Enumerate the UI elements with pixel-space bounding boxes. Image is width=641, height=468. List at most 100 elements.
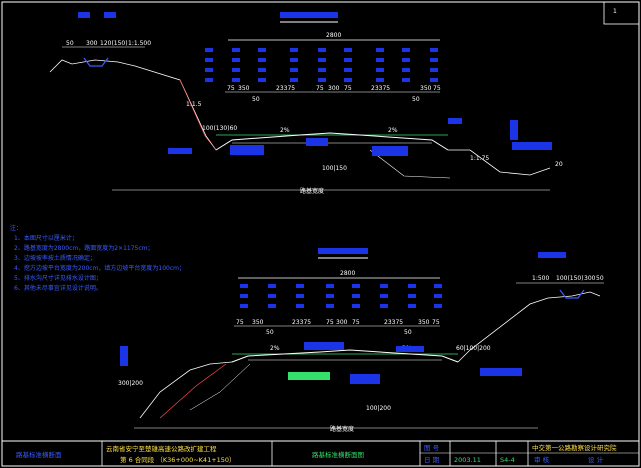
upper-dimrow-2: 50 <box>252 96 260 103</box>
upper-heading-left2 <box>104 12 116 18</box>
upper-fill-slope-right <box>448 149 551 176</box>
lower-heading-right <box>538 252 566 258</box>
sheet-corner-box <box>603 1 640 25</box>
lower-dim-tr-4: 50 <box>596 275 604 282</box>
lower-dim-tr-1: 1:500 <box>532 275 549 282</box>
lower-callout-2 <box>350 374 380 384</box>
upper-heading-center <box>280 12 338 18</box>
lower-dimrow-6: 75 <box>352 319 360 326</box>
tb-right-3: 设 计 <box>588 455 604 464</box>
notes-line-1: 1、本图尺寸以厘米计； <box>14 234 78 242</box>
tb-label-1: 图 号 <box>424 444 440 452</box>
lower-dimrow-0: 75 <box>236 319 244 326</box>
upper-dim-tl-4: 1:1.500 <box>128 40 151 47</box>
lower-road-surface <box>231 349 459 363</box>
upper-dimrow-3: 23375 <box>276 85 295 92</box>
lower-dimrow-1: 350 <box>252 319 264 326</box>
lower-dimrow-3: 23375 <box>292 319 311 326</box>
upper-right-dim: 20 <box>555 161 563 168</box>
upper-dim-tl-3: 120(150) <box>100 40 128 47</box>
upper-callout-5 <box>168 148 192 154</box>
lower-dimrow-4: 75 <box>326 319 334 326</box>
lower-label-columns <box>240 284 442 308</box>
tb-label-2: 日 期 <box>424 456 440 464</box>
upper-road-surface <box>215 132 449 151</box>
lower-section: 2800 1:500 100(150) 300 50 75 350 50 233… <box>118 248 604 433</box>
tb-right-2: 审 核 <box>534 455 550 464</box>
upper-center-dim: 100|150 <box>322 165 347 172</box>
upper-dim-tl-2: 300 <box>86 40 98 47</box>
notes-line-4: 4、挖方边坡平台宽度为200cm，填方边坡平台宽度为100cm； <box>14 264 185 272</box>
upper-dimrow-0: 75 <box>227 85 235 92</box>
tb-project-1: 云南省安宁至楚雄高速公路改扩建工程 <box>106 444 217 453</box>
lower-heading-center <box>318 248 368 254</box>
upper-dimrow-1: 350 <box>238 85 250 92</box>
upper-slope-red-left <box>179 79 217 151</box>
upper-callout-3 <box>372 146 408 156</box>
upper-dimrow-8: 50 <box>412 96 420 103</box>
notes-block: 注： 1、本图尺寸以厘米计； 2、路基宽度为2800cm，路面宽度为2×1175… <box>10 224 185 292</box>
lower-dimrow-7: 23375 <box>384 319 403 326</box>
lower-callout-4 <box>396 346 424 352</box>
lower-total-width: 2800 <box>340 270 355 277</box>
sheet-number: 1 <box>613 8 617 15</box>
upper-callout-6 <box>448 118 462 124</box>
upper-total-width: 2800 <box>326 32 341 39</box>
upper-slope-2: 1:1.75 <box>470 155 489 162</box>
upper-heading-left <box>78 12 90 18</box>
upper-dimrow-9: 350 <box>420 85 432 92</box>
lower-dimrow-2: 50 <box>266 329 274 336</box>
upper-base-line <box>369 149 451 179</box>
upper-callout-1 <box>230 145 264 155</box>
upper-section: 2800 50 300 120(150) 1:1.500 75 350 50 2… <box>49 12 563 195</box>
upper-callout-4 <box>512 142 552 150</box>
lower-dimrow-8: 50 <box>404 329 412 336</box>
notes-line-2: 2、路基宽度为2800cm，路面宽度为2×1175cm； <box>14 244 154 252</box>
lower-dimrow-10: 75 <box>432 319 440 326</box>
upper-pct-1: 2% <box>280 127 290 134</box>
upper-bottom-dim: 路基宽度 <box>300 187 324 195</box>
lower-dimrow-5: 300 <box>336 319 348 326</box>
notes-line-3: 3、边坡坡率按土质情况确定； <box>14 254 96 262</box>
upper-dim-tl-1: 50 <box>66 40 74 47</box>
lower-bottom-dim: 路基宽度 <box>330 425 354 433</box>
tb-drawing-title: 路基标准横断面图 <box>312 450 364 459</box>
tb-label-3: S4-4 <box>500 456 515 464</box>
title-block: 路基标准横断面 云南省安宁至楚雄高速公路改扩建工程 第 6 合同段 （K36+0… <box>2 440 639 466</box>
lower-ditch-right <box>559 289 585 299</box>
upper-pct-2: 2% <box>388 127 398 134</box>
notes-line-5: 5、排水沟尺寸详见排水设计图； <box>14 274 102 282</box>
notes-line-6: 6、其他未尽事宜详见设计说明。 <box>14 284 102 292</box>
upper-right-col <box>510 120 518 140</box>
upper-ditch-left <box>83 57 109 67</box>
upper-slope-1: 1:1.5 <box>186 101 202 108</box>
lower-center-dim: 100|200 <box>366 405 391 412</box>
lower-fill-slope-left <box>139 361 233 419</box>
upper-callout-2 <box>306 138 328 146</box>
tb-right-1: 中交第一公路勘察设计研究院 <box>532 443 617 452</box>
notes-heading: 注： <box>10 224 22 232</box>
lower-right-berm: 60|100|200 <box>456 345 491 352</box>
lower-callout-3 <box>480 368 522 376</box>
lower-left-dim: 300|200 <box>118 380 143 387</box>
tb-left-title: 路基标准横断面 <box>16 450 62 459</box>
lower-dimrow-9: 350 <box>418 319 430 326</box>
lower-dim-tr-2: 100(150) <box>556 275 584 282</box>
lower-dim-tr-3: 300 <box>584 275 596 282</box>
lower-pct-1: 2% <box>270 345 280 352</box>
upper-dimrow-10: 75 <box>433 85 441 92</box>
lower-callout-1 <box>304 342 344 350</box>
lower-base-line <box>189 363 251 411</box>
upper-dimrow-6: 75 <box>344 85 352 92</box>
lower-green-tag <box>288 372 330 380</box>
tb-label-4: 2003.11 <box>454 456 481 464</box>
upper-label-columns <box>205 48 438 82</box>
tb-project-2: 第 6 合同段 （K36+000~K41+150） <box>120 455 236 464</box>
upper-cut-slope-left <box>49 59 217 151</box>
upper-left-berm: 100(130)60 <box>202 125 237 132</box>
lower-left-col <box>120 346 128 366</box>
upper-dimrow-5: 300 <box>328 85 340 92</box>
upper-dimrow-7: 23375 <box>371 85 390 92</box>
